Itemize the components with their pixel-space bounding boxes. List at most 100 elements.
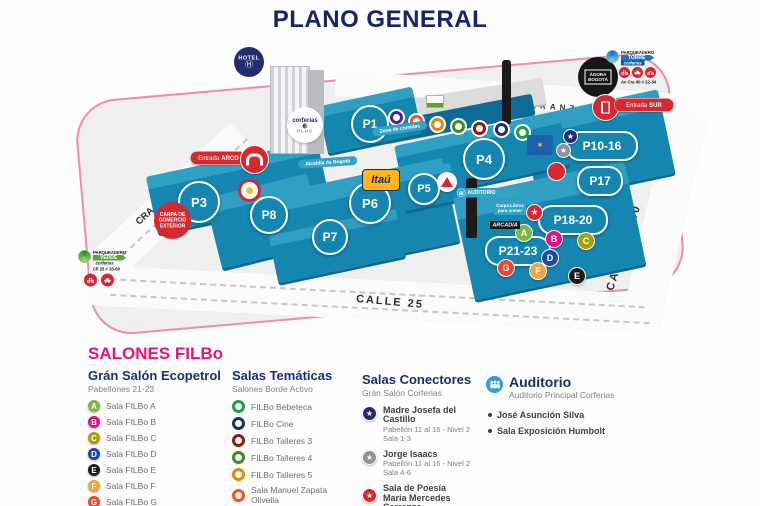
- sponsor-logo-round: [238, 179, 261, 202]
- brand-triangle-logo: [437, 172, 457, 192]
- sponsor-sign-green: [426, 95, 444, 108]
- pavilion-p5: P5: [408, 173, 440, 205]
- car-icon: [632, 67, 643, 78]
- page-title: PLANO GENERAL: [272, 6, 488, 33]
- filbo-talleres5-icon: [431, 118, 444, 131]
- filbo-cine-icon: [495, 123, 508, 136]
- sala-zapata-icon: [232, 488, 245, 502]
- legend-auditorio-title: Auditorio: [509, 374, 572, 390]
- sala-b-icon: B: [88, 416, 100, 428]
- map-area: AV. LA ESPERANZA CRA. 37 No.24-67 CALLE …: [0, 36, 760, 346]
- legend-tematicas: Salas Temáticas Salones Borde Activo FIL…: [232, 368, 357, 506]
- plus-label: PLUS: [296, 128, 313, 134]
- auditorio-icon: [486, 376, 503, 393]
- sala-f-icon: F: [88, 480, 100, 492]
- sponsor-sign-blue: ✶: [527, 135, 553, 155]
- filbo-talleres5-icon: [232, 468, 245, 481]
- conector-item: ★ Jorge Isaacs Pabellón 11 al 16 - Nivel…: [362, 449, 487, 477]
- pavilion-p7: P7: [312, 219, 348, 255]
- corferias-plus-logo: corferias PLUS: [287, 107, 323, 143]
- sala-d-marker: D: [541, 249, 559, 267]
- legend-item-cine: FILBo Cine: [232, 417, 357, 430]
- legend-conectores-title: Salas Conectores: [362, 372, 472, 387]
- filbo-bebeteca-icon: [232, 400, 245, 413]
- conector-item: ★ Madre Josefa del Castillo Pabellón 11 …: [362, 405, 487, 443]
- legend-conectores: Salas Conectores Grán Salón Corferias ★ …: [362, 372, 487, 506]
- carpa-libros-label: Carpa Libros para comer: [494, 202, 526, 215]
- conector-madre-josefa-marker: ★: [563, 129, 578, 144]
- sala-g-marker: G: [497, 259, 515, 277]
- torre-swirl-icon: [606, 50, 619, 63]
- triangle-icon: [441, 177, 453, 187]
- legend-ecopetrol-subtitle: Pabellones 21-23: [88, 384, 155, 394]
- conector-jorge-isaacs-marker: ★: [556, 143, 571, 158]
- auditorio-map-pill: AUDITORIO: [456, 188, 522, 198]
- filbo-talleres4-icon: [232, 451, 245, 464]
- pavilion-p4: P4: [463, 138, 505, 180]
- filbo-cine-icon: [232, 417, 245, 430]
- sala-e-icon: E: [88, 464, 100, 476]
- pavilion-p17: P17: [577, 166, 623, 196]
- auditorio-icon: [457, 188, 466, 197]
- sala-g-icon: G: [88, 496, 100, 506]
- legend-ecopetrol-title: Grán Salón Ecopetrol: [88, 368, 221, 383]
- legend-item-zapata: Sala Manuel Zapata Olivella: [232, 485, 357, 505]
- auditorio-item: José Asunción Silva: [488, 410, 656, 420]
- bike-icon: [84, 273, 97, 287]
- sala-c-marker: C: [577, 232, 595, 250]
- sala-d-icon: D: [88, 448, 100, 460]
- sala-f-marker: F: [529, 262, 547, 280]
- pavilion-p8: P8: [250, 196, 288, 234]
- sala-e-marker: E: [568, 267, 586, 285]
- legend-item-bebeteca: FILBo Bebeteca: [232, 400, 357, 413]
- hotel-h-icon: Ⓗ: [244, 60, 253, 69]
- itau-logo: Itaú: [362, 169, 400, 191]
- legend-item-talleres3: FILBo Talleres 3: [232, 434, 357, 447]
- filbo-talleres3-icon: [232, 434, 245, 447]
- filbo-bebeteca-icon: [516, 126, 529, 139]
- legend-tematicas-subtitle: Salones Borde Activo: [232, 384, 313, 394]
- legend-item-talleres4: FILBo Talleres 4: [232, 451, 357, 464]
- pavilion-p1: P1: [351, 105, 389, 143]
- legend-item-talleres5: FILBo Talleres 5: [232, 468, 357, 481]
- sponsor-logo-red: [547, 162, 566, 181]
- verde-swirl-icon: [78, 250, 91, 263]
- filbo-ciencia-icon: [390, 111, 403, 124]
- legend-auditorio-subtitle: Auditorio Principal Corferias: [509, 390, 615, 400]
- carpa-comercio-badge: CARPA DE COMERCIO EXTERIOR: [154, 202, 191, 239]
- arcadia-label: ARCADIA: [490, 221, 520, 229]
- conector-item: ★ Sala de Poesía María Mercedes Carranza…: [362, 483, 487, 506]
- pavilion-p10-16: P10-16: [566, 131, 638, 161]
- auditorio-item: Sala Exposición Humbolt: [488, 426, 656, 436]
- conector-star-icon: ★: [362, 488, 377, 504]
- car-icon: [101, 273, 114, 287]
- agora-bogota-logo: ÁGORA BOGOTÁ: [578, 57, 618, 97]
- filbo-talleres4-icon: [452, 120, 465, 133]
- legend-auditorio: Auditorio Auditorio Principal Corferias …: [486, 374, 656, 436]
- conector-star-icon: ★: [362, 406, 377, 421]
- legend-title: SALONES FILBo: [88, 344, 224, 363]
- conector-poesia-marker: ★: [526, 204, 543, 221]
- filbo-talleres3-icon: [473, 122, 486, 135]
- bike-icon: [619, 67, 630, 78]
- parqueadero-torre-badge: PARQUEADERO TORRE corferias Av Cra 40 # …: [606, 50, 676, 85]
- hotel-label: HOTEL: [238, 55, 260, 61]
- motorcycle-icon: [645, 67, 656, 78]
- corferias-swirl-icon: [302, 123, 308, 129]
- corferias-label: corferias: [292, 116, 318, 124]
- sala-a-icon: A: [88, 400, 100, 412]
- sala-c-icon: C: [88, 432, 100, 444]
- legend-conectores-subtitle: Grán Salón Corferias: [362, 388, 442, 398]
- arco-gate-icon: [240, 145, 269, 174]
